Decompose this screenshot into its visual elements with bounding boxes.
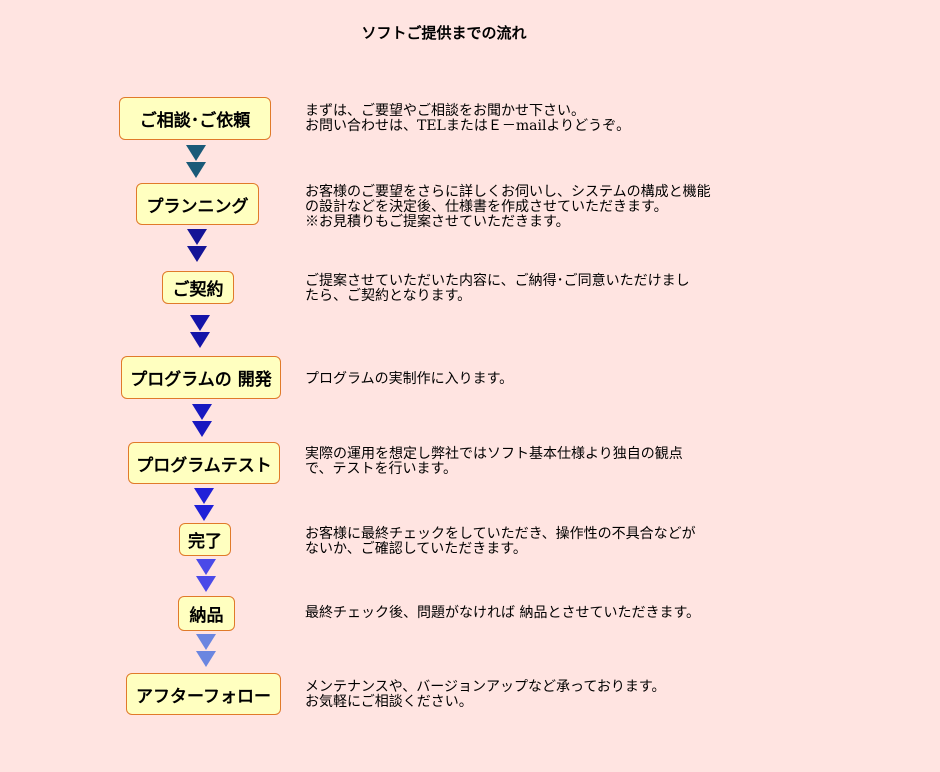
description-line: お気軽にご相談ください。 [305, 694, 473, 710]
down-arrow-icon [196, 634, 216, 668]
description-line: プログラムの実制作に入ります。 [305, 371, 514, 387]
step-label: プログラムの 開発 [130, 370, 272, 390]
step-label: 納品 [189, 606, 224, 626]
description-line: お問い合わせは、TELまたはＥ－mailよりどうぞ。 [305, 118, 631, 134]
step-testing: プログラムテスト [128, 442, 280, 484]
step-planning: プランニング [136, 183, 259, 225]
description-line: ご提案させていただいた内容に、ご納得･ご同意いただけまし [305, 273, 690, 289]
step-label: ご相談･ご依頼 [139, 111, 251, 131]
step-description-testing: 実際の運用を想定し弊社ではソフト基本仕様より独自の観点 で、テストを行います。 [305, 447, 735, 477]
step-delivery: 納品 [178, 596, 235, 631]
down-arrow-icon [196, 559, 216, 593]
step-description-consultation: まずは、ご要望やご相談をお聞かせ下さい。 お問い合わせは、TELまたはＥ－mai… [305, 104, 735, 134]
step-label: アフターフォロー [136, 686, 271, 707]
step-description-after-follow: メンテナンスや、バージョンアップなど承っております。 お気軽にご相談ください。 [305, 680, 735, 710]
description-line: まずは、ご要望やご相談をお聞かせ下さい。 [305, 103, 585, 119]
step-label: プログラムテスト [136, 455, 272, 476]
step-description-contract: ご提案させていただいた内容に、ご納得･ご同意いただけまし たら、ご契約となります… [305, 274, 735, 304]
step-label: 完了 [188, 532, 222, 552]
description-line: 最終チェック後、問題がなければ 納品とさせていただきます。 [305, 605, 701, 621]
step-label: プランニング [146, 196, 249, 217]
down-arrow-icon [194, 488, 214, 522]
step-consultation: ご相談･ご依頼 [119, 97, 271, 140]
step-description-planning: お客様のご要望をさらに詳しくお伺いし、システムの構成と機能 の設計などを決定後、… [305, 185, 735, 230]
description-line: 実際の運用を想定し弊社ではソフト基本仕様より独自の観点 [305, 446, 683, 462]
description-line: ないか、ご確認していただきます。 [305, 541, 527, 557]
step-label: ご契約 [172, 280, 224, 300]
step-completion: 完了 [179, 523, 231, 556]
down-arrow-icon [187, 229, 207, 263]
down-arrow-icon [192, 404, 212, 438]
down-arrow-icon [190, 315, 210, 349]
description-line: メンテナンスや、バージョンアップなど承っております。 [305, 679, 666, 695]
description-line: で、テストを行います。 [305, 461, 458, 477]
step-development: プログラムの 開発 [121, 356, 281, 399]
description-line: お客様に最終チェックをしていただき、操作性の不具合などが [305, 526, 696, 542]
step-after-follow: アフターフォロー [126, 673, 281, 715]
step-description-development: プログラムの実制作に入ります。 [305, 372, 735, 387]
step-contract: ご契約 [162, 271, 234, 304]
page-title: ソフトご提供までの流れ [361, 24, 527, 42]
description-line: の設計などを決定後、仕様書を作成させていただきます。 [305, 199, 668, 215]
description-line: たら、ご契約となります。 [305, 288, 472, 304]
description-line: お客様のご要望をさらに詳しくお伺いし、システムの構成と機能 [305, 184, 711, 200]
step-description-completion: お客様に最終チェックをしていただき、操作性の不具合などが ないか、ご確認していた… [305, 527, 735, 557]
description-line: ※お見積りもご提案させていただきます。 [305, 214, 570, 230]
down-arrow-icon [186, 145, 206, 179]
step-description-delivery: 最終チェック後、問題がなければ 納品とさせていただきます。 [305, 606, 735, 621]
